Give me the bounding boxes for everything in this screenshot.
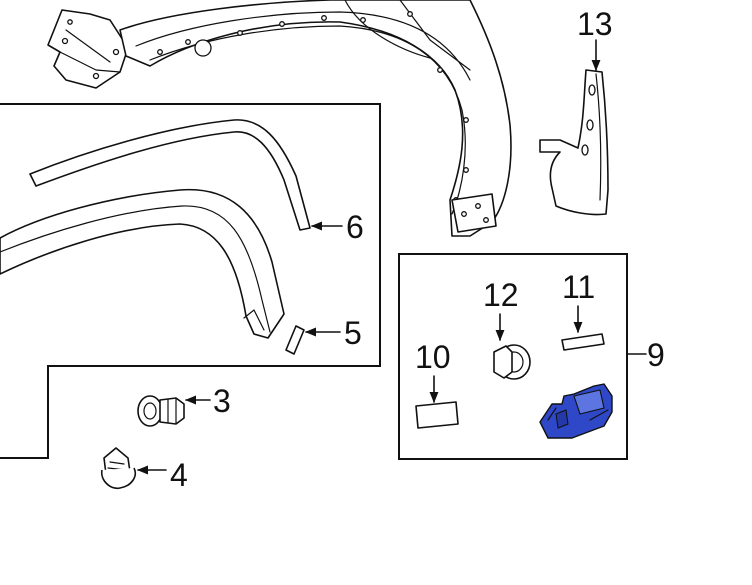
highlighted-bracket <box>539 383 613 439</box>
callout-6: 6 <box>346 209 364 245</box>
retainer-clip <box>493 344 531 380</box>
callout-13: 13 <box>577 6 613 42</box>
callout-3: 3 <box>213 383 231 419</box>
wheel-flare <box>0 119 311 355</box>
callout-4: 4 <box>170 457 188 493</box>
callout-12: 12 <box>483 277 519 313</box>
wheelhouse-liner <box>47 0 512 237</box>
tape-pad <box>415 401 459 429</box>
adhesive-strip <box>561 333 605 351</box>
callout-11: 11 <box>562 269 595 305</box>
bracket-kit-box <box>398 253 628 460</box>
flare-inset-box <box>0 103 381 459</box>
bolt <box>100 447 136 490</box>
callout-9: 9 <box>647 337 665 373</box>
mud-flap <box>539 69 609 216</box>
push-clip <box>137 395 185 427</box>
callout-10: 10 <box>415 339 451 375</box>
callout-5: 5 <box>344 315 362 351</box>
